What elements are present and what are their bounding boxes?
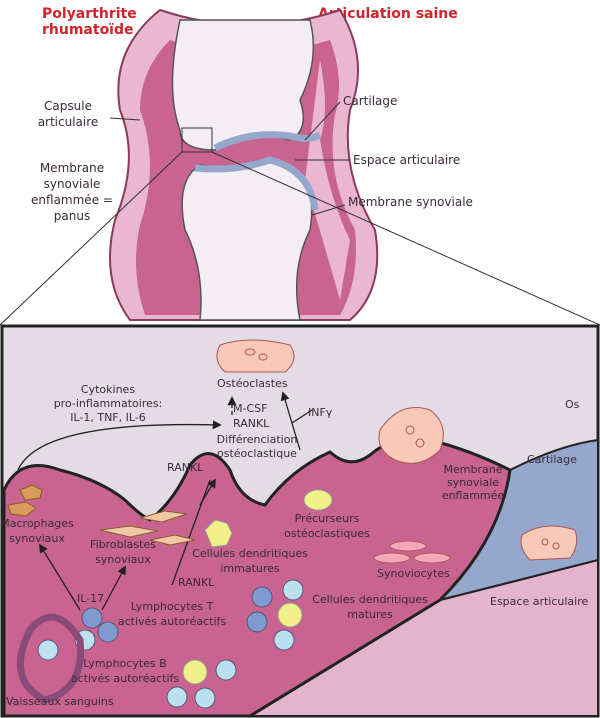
osteoclast-precursor-cell <box>303 489 333 511</box>
label-membrane-synoviale: Membrane synoviale <box>348 195 473 209</box>
fibroblast-cells <box>99 510 196 546</box>
joint-illustration <box>109 8 379 321</box>
label-synoviocytes: Synoviocytes <box>377 567 450 580</box>
label-rankl-low: RANKL <box>178 576 215 589</box>
label-mcsf: M-CSF <box>233 402 267 415</box>
label-rankl-center: RANKL <box>233 417 270 430</box>
label-rankl-top: RANKL <box>167 461 204 474</box>
immature-dendritic-cell <box>204 519 233 548</box>
label-os: Os <box>565 398 580 411</box>
osteoclast-icon <box>520 525 578 561</box>
detail-panel <box>0 324 600 718</box>
label-osteoclastes: Ostéoclastes <box>217 377 288 390</box>
osteoclast-icon <box>378 407 444 464</box>
osteoclast-icon <box>216 339 295 373</box>
tibia-bone <box>181 159 313 321</box>
mature-dendritic-cells <box>182 602 303 685</box>
lymphocyte-cells <box>37 579 304 709</box>
label-infy: INFγ <box>308 406 333 419</box>
femur-bone <box>171 19 315 151</box>
label-espace-detail: Espace articulaire <box>490 595 589 608</box>
label-espace-articulaire: Espace articulaire <box>353 153 460 167</box>
label-il17: IL-17 <box>77 592 104 605</box>
blood-vessel-icon <box>16 613 85 704</box>
label-cartilage: Cartilage <box>343 94 397 108</box>
title-articulation-saine: Articulation saine <box>318 6 458 22</box>
label-cartilage-detail: Cartilage <box>527 453 577 466</box>
synoviocyte-cells <box>373 540 451 564</box>
label-vaisseaux: Vaisseaux sanguins <box>6 695 114 708</box>
macrophage-cells <box>7 484 43 517</box>
